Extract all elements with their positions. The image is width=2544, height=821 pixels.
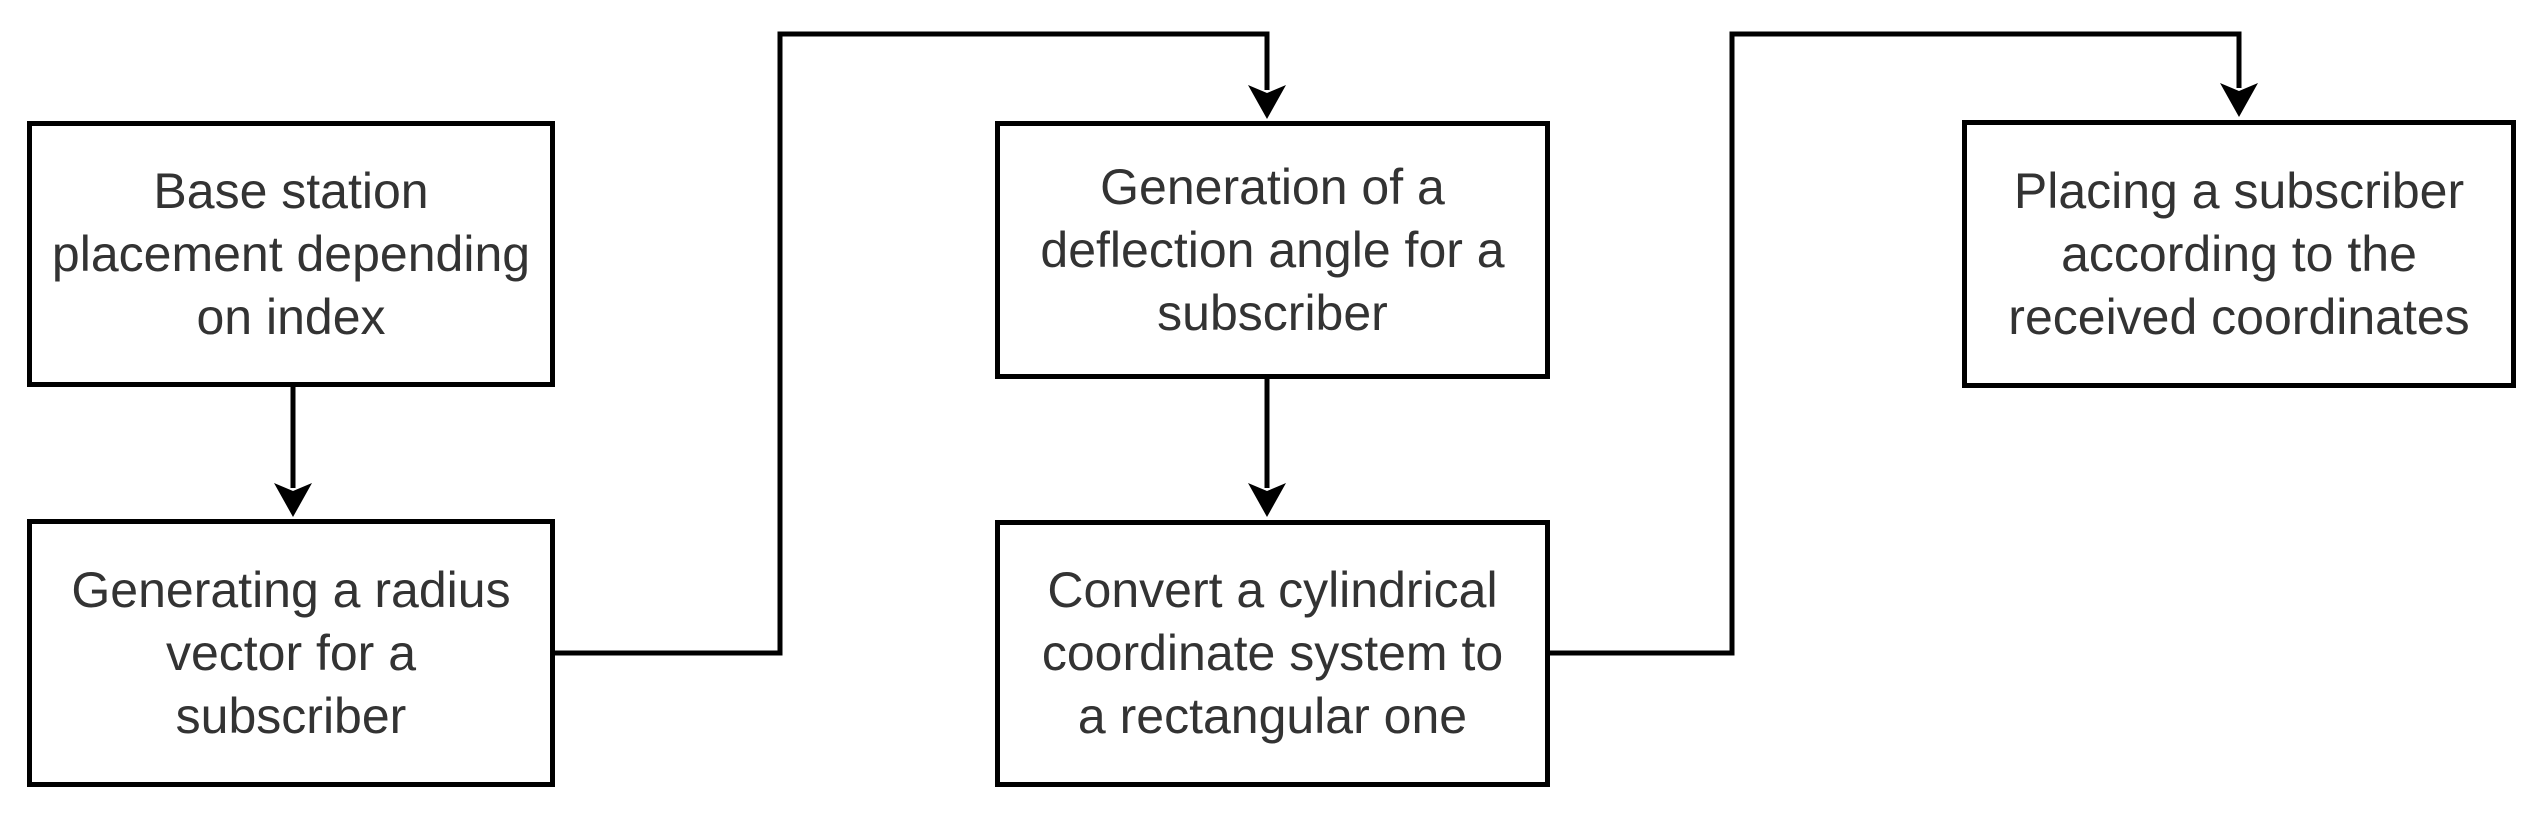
edge-arrowhead-down-icon xyxy=(1248,483,1286,517)
flow-node-base-station-placement: Base station placement depending on inde… xyxy=(27,121,555,387)
edge-arrowhead-down-icon xyxy=(1248,85,1286,119)
edge-arrowhead-down-icon xyxy=(274,483,312,517)
flow-node-place-subscriber: Placing a subscriber according to the re… xyxy=(1962,120,2516,388)
edge-arrowhead-down-icon xyxy=(2220,83,2258,117)
flow-node-generate-radius-vector: Generating a radius vector for a subscri… xyxy=(27,519,555,787)
edge-base-station-to-radius-vector xyxy=(274,385,312,517)
flow-node-generate-deflection-angle: Generation of a deflection angle for a s… xyxy=(995,121,1550,379)
flow-node-label: Convert a cylindrical coordinate system … xyxy=(1041,562,1504,744)
flow-node-label: Base station placement depending on inde… xyxy=(51,162,531,345)
edge-deflection-angle-to-convert xyxy=(1248,377,1286,517)
flow-node-label: Generating a radius vector for a subscri… xyxy=(71,561,511,744)
flow-node-label: Placing a subscriber according to the re… xyxy=(2008,162,2470,345)
flow-node-label: Generation of a deflection angle for a s… xyxy=(1040,158,1505,341)
flow-node-convert-coordinate-system: Convert a cylindrical coordinate system … xyxy=(995,520,1550,787)
